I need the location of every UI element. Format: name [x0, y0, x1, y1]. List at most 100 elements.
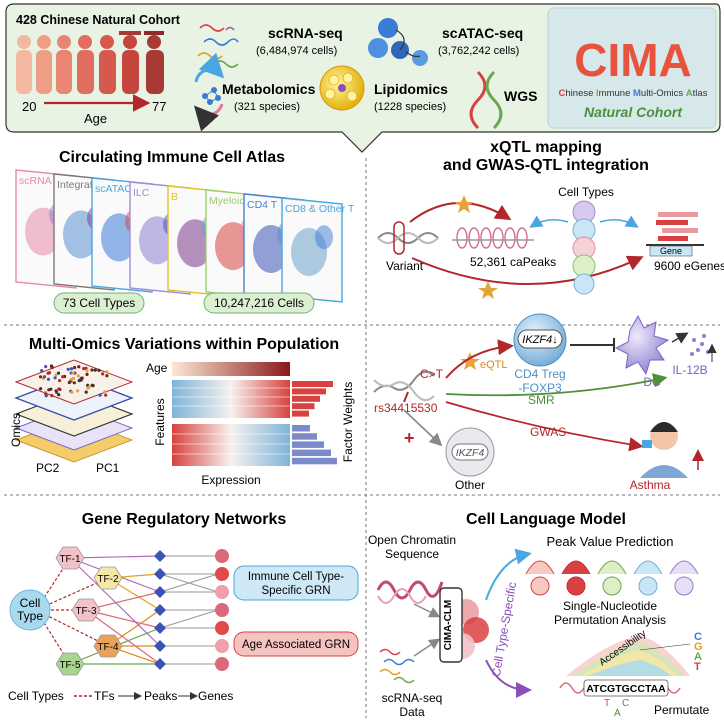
- factor-bar-top: [292, 410, 309, 417]
- factor-bar-top: [292, 388, 326, 395]
- tf-label: TF-2: [97, 574, 119, 585]
- age-label: Age: [84, 111, 107, 126]
- cross-mark: +: [404, 428, 415, 448]
- tf-peak-edge: [85, 609, 161, 665]
- permutation-base-letter: A: [694, 651, 702, 663]
- ikzf-other-label: IKZF4: [456, 447, 485, 459]
- scatter-point: [90, 383, 94, 387]
- peak-gene-edge: [159, 609, 219, 629]
- variant-to-peak-arrow: [409, 201, 512, 223]
- scatter-point: [44, 394, 48, 398]
- peak-node: [154, 658, 166, 670]
- heatmap-top: [172, 380, 290, 418]
- scatter-point: [98, 393, 102, 397]
- cohort-title: 428 Chinese Natural Cohort: [16, 13, 181, 27]
- cell-type-node: [9, 589, 51, 631]
- peak-node: [154, 550, 166, 562]
- metabolomics-icon: [193, 52, 225, 132]
- atlas-layer-label: CD4 T: [247, 199, 278, 211]
- variant-helix-icon: [377, 221, 439, 255]
- scatter-point: [49, 364, 54, 368]
- accessibility-plot: [566, 636, 691, 676]
- cell-icon: [530, 576, 550, 596]
- atlas-layer: CD8 & Other T: [281, 197, 355, 303]
- gene-label: Gene: [660, 246, 682, 256]
- tf-node: [55, 652, 85, 676]
- lipid-icon: [319, 65, 365, 111]
- scrna-data-line2: Data: [399, 705, 425, 719]
- age-min: 20: [22, 99, 36, 114]
- scatter-point: [101, 372, 105, 376]
- scatter-point: [87, 385, 92, 389]
- immune-grn-box: [233, 565, 359, 601]
- tf-label: TF-1: [59, 554, 81, 565]
- grn-legend: Cell Types TFs Peaks Genes: [8, 689, 233, 703]
- cells-badge: [203, 292, 315, 314]
- gene-node: [215, 621, 229, 635]
- scatter-point: [90, 368, 94, 372]
- seq-to-model-arrow: [413, 603, 441, 618]
- clm-title: Cell Language Model: [466, 511, 626, 528]
- logo-line: Chinese Immune Multi-Omics Atlas: [559, 88, 708, 99]
- open-chromatin-line1: Open Chromatin: [368, 533, 456, 547]
- scatter-point: [56, 371, 61, 375]
- dna-helix-icon: [373, 370, 435, 402]
- legend-cell-types: Cell Types: [8, 689, 64, 703]
- scatter-point: [54, 389, 58, 393]
- peak-value-label: Peak Value Prediction: [547, 534, 674, 549]
- permutation-base-letter: T: [694, 661, 701, 673]
- perm-line2: Permutation Analysis: [554, 613, 666, 627]
- logo-word: CIMA: [574, 34, 692, 86]
- model-to-peak-arrow: [485, 548, 532, 601]
- scatter-point: [82, 367, 86, 371]
- perm-base-t: T: [604, 698, 610, 709]
- tf-label: TF-5: [59, 660, 81, 671]
- scatter-point: [50, 394, 54, 398]
- tf-node: [93, 634, 123, 658]
- scatter-point: [105, 370, 109, 374]
- peak-curve: [633, 560, 663, 575]
- omics-scatac-detail: (3,762,242 cells): [438, 45, 519, 57]
- permutate-label: Permutate: [654, 703, 710, 717]
- open-chromatin-line2: Sequence: [385, 547, 439, 561]
- snp-label: rs34415530: [374, 401, 438, 415]
- dendritic-cell-icon: [614, 314, 670, 376]
- cell-type-specific-label: Cell Type-Specific: [489, 581, 519, 678]
- logo-subtitle: Natural Cohort: [584, 104, 683, 120]
- variant-to-gene-arrow: [411, 255, 644, 285]
- tf-peak-edge: [69, 555, 161, 559]
- cell-types-badge: [53, 292, 145, 314]
- il12b-label: IL-12B: [672, 363, 707, 377]
- scatter-point: [69, 367, 74, 371]
- eqtl-label: eQTL: [480, 359, 508, 371]
- atlas-layer-label: B: [171, 191, 178, 203]
- scatter-point: [40, 369, 44, 373]
- omics-axis-label: Omics: [9, 413, 23, 447]
- cima-logo: CIMA Chinese Immune Multi-Omics Atlas Na…: [547, 7, 717, 129]
- immune-grn-line1: Immune Cell Type-: [248, 571, 344, 583]
- gwas-panel: C>T rs34415530 eQTL IKZF4↓ CD4 Treg -FOX…: [373, 313, 717, 492]
- permutation-base-letter: C: [694, 631, 702, 643]
- scatter-point: [44, 365, 48, 369]
- cell-type-line1: Cell: [20, 596, 41, 610]
- grn-panel: Gene Regulatory Networks CellTypeTF-1TF-…: [8, 511, 359, 703]
- gene-node: [215, 585, 229, 599]
- peak-gene-edge: [159, 573, 219, 593]
- peak-node: [154, 604, 166, 616]
- header-panel: 428 Chinese Natural Cohort 20 77 Age scR…: [5, 3, 721, 153]
- cytokine-dots: [690, 334, 710, 356]
- model-icon: [439, 587, 489, 663]
- factor-weight-bars: [292, 381, 337, 465]
- gwas-arrow: [445, 401, 644, 452]
- scatter-point: [42, 375, 47, 379]
- variant-label: Variant: [386, 259, 424, 273]
- variation-panel: Multi-Omics Variations within Population…: [9, 336, 355, 487]
- expression-label: Expression: [201, 473, 260, 487]
- scatter-point: [84, 390, 88, 394]
- peak-node: [154, 586, 166, 598]
- gene-node: [215, 603, 229, 617]
- scatter-point: [93, 368, 97, 372]
- treg-cell-icon: [513, 313, 567, 367]
